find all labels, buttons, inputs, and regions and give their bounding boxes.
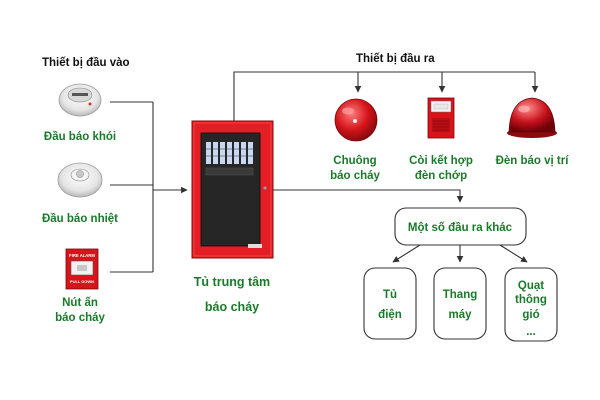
output-label-bell-2: báo cháy [330, 170, 380, 182]
other-outputs-label: Một số đầu ra khác [408, 222, 513, 234]
outputs-header: Thiết bị đầu ra [356, 53, 435, 65]
input-label-mcp-1: Nút ấn [62, 297, 98, 309]
sub-output-box-elevator [433, 267, 487, 340]
mcp-top-text: FIRE ALARM [69, 253, 95, 258]
input-label-smoke: Đầu báo khói [44, 131, 116, 143]
sub-output-fan-4: ... [526, 326, 536, 338]
panel-label-1: Tủ trung tâm [194, 275, 270, 289]
output-label-bell-1: Chuông [333, 155, 376, 167]
sub-output-elevator-2: máy [448, 309, 472, 321]
sub-output-box-electric [363, 267, 417, 340]
sub-output-elevator-1: Thang [443, 289, 478, 301]
output-label-lamp: Đèn báo vị trí [496, 155, 570, 167]
horn-strobe-icon [427, 97, 455, 139]
input-label-heat: Đầu báo nhiệt [42, 213, 118, 225]
fire-bell-icon [334, 98, 378, 142]
sub-output-electric-1: Tủ [383, 289, 397, 301]
sub-output-fan-1: Quạt [518, 280, 544, 292]
panel-label-2: báo cháy [205, 300, 259, 314]
output-connectors [233, 71, 539, 203]
sub-output-fan-2: thông [515, 294, 547, 306]
sub-output-fan-3: gió [522, 309, 539, 321]
smoke-detector-icon [58, 83, 102, 117]
sub-output-electric-2: điện [378, 309, 402, 321]
fire-alarm-panel-icon [191, 120, 274, 259]
manual-call-point-icon: FIRE ALARM PULL DOWN [65, 248, 99, 290]
input-connectors [110, 101, 188, 273]
sub-output-connectors [392, 244, 528, 263]
sub-output-box-fan [504, 267, 558, 342]
mcp-bottom-text: PULL DOWN [70, 279, 94, 284]
location-lamp-icon [507, 97, 557, 138]
input-label-mcp-2: báo cháy [55, 312, 105, 324]
heat-detector-icon [57, 162, 103, 198]
output-label-horn-1: Còi kết hợp [409, 155, 473, 167]
output-label-horn-2: đèn chớp [415, 170, 467, 182]
inputs-header: Thiết bị đầu vào [42, 57, 130, 69]
